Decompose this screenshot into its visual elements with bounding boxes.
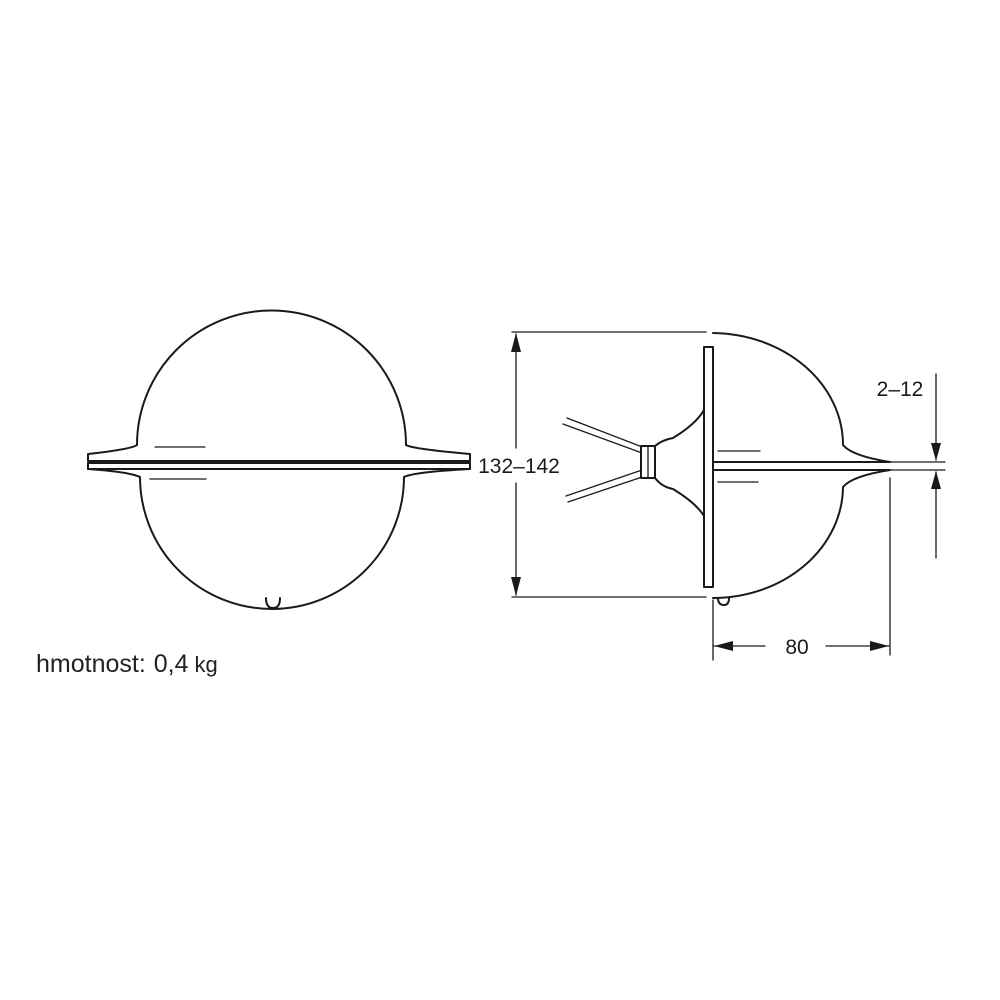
side-upper-dome [712, 332, 891, 463]
front-view [87, 309, 471, 610]
front-upper-dome [136, 309, 407, 446]
weight-unit: kg [194, 652, 218, 677]
depth-dimension: 80 [712, 477, 891, 661]
height-arrow-top [511, 333, 521, 352]
side-drain-knob [717, 597, 730, 606]
trumpet-mount [654, 409, 705, 517]
front-lower-dome [139, 476, 405, 610]
height-arrow-bottom [511, 577, 521, 596]
height-dim-text: 132–142 [478, 455, 560, 478]
arm-lower-a [565, 469, 643, 497]
front-upper-flange [87, 444, 471, 462]
depth-dim-text: 80 [785, 636, 808, 659]
front-drain-knob [265, 597, 281, 609]
depth-arrow-left [714, 641, 733, 651]
gap-arrow-bottom [931, 471, 941, 489]
gap-dim-text: 2–12 [877, 378, 924, 401]
arm-lower-b [567, 475, 646, 503]
side-lower-dome [712, 469, 891, 599]
weight-value: 0,4 [153, 650, 189, 678]
gap-arrow-top [931, 443, 941, 461]
arm-upper-a [566, 417, 646, 449]
weight-label-text: hmotnost: [36, 650, 146, 678]
depth-arrow-right [870, 641, 889, 651]
backing-plate [703, 346, 714, 588]
height-dimension: 132–142 [478, 331, 707, 598]
arm-upper-b [562, 423, 643, 454]
gap-dimension: 2–12 [877, 373, 946, 559]
side-view [562, 332, 891, 606]
